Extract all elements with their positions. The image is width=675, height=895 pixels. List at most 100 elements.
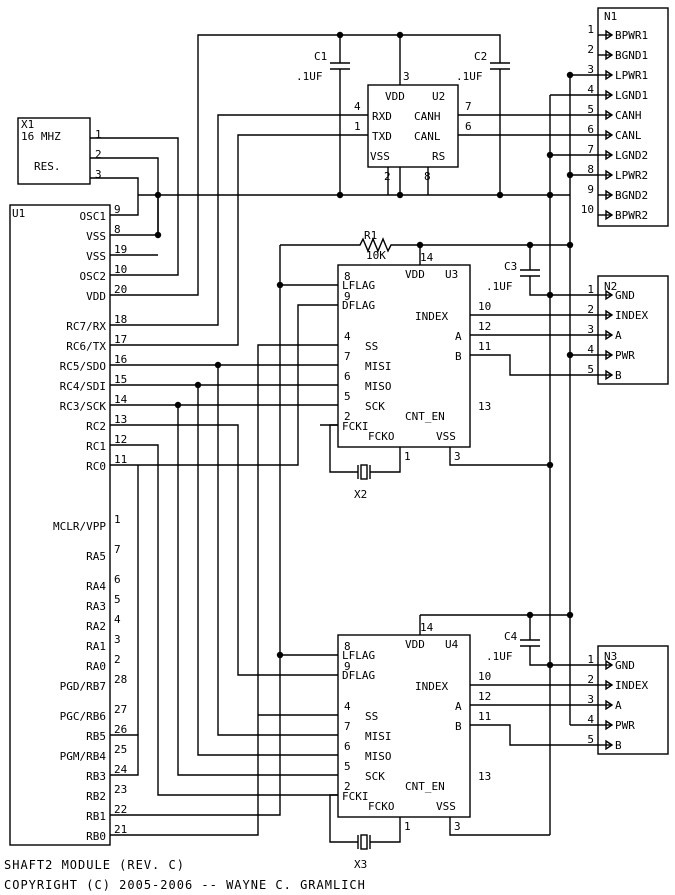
u1-pin-number: 11 (114, 453, 127, 466)
u1-pin-label: RC7/RX (66, 320, 106, 333)
u1-pin-number: 26 (114, 723, 127, 736)
u2-vdd: VDD (385, 90, 405, 103)
u4-pin8: 8 (344, 640, 351, 653)
n3-pin-number: 2 (587, 673, 594, 686)
u2-rxd: RXD (372, 110, 392, 123)
u1-pin-label: RA0 (86, 660, 106, 673)
c4-ref: C4 (504, 630, 518, 643)
u1-pin-number: 25 (114, 743, 127, 756)
pin-arrow-icon (605, 719, 614, 731)
n1-pin-number: 1 (587, 23, 594, 36)
u4-ss: SS (365, 710, 378, 723)
x1-pin2: 2 (95, 148, 102, 161)
u1-pin-number: 20 (114, 283, 127, 296)
u3-pin12: 12 (478, 320, 491, 333)
n3-pin-number: 3 (587, 693, 594, 706)
u2-canh: CANH (414, 110, 441, 123)
u1-pin-number: 16 (114, 353, 127, 366)
pin-arrow-icon (605, 189, 614, 201)
n1-pin-number: 5 (587, 103, 594, 116)
pin-arrow-icon (605, 149, 614, 161)
u4-sck: SCK (365, 770, 385, 783)
u1-pin-label: PGM/RB4 (60, 750, 107, 763)
c3-capacitor: C3 .1UF (486, 260, 540, 293)
u1-pin-label: VSS (86, 230, 106, 243)
x1-value: 16 MHZ (21, 130, 61, 143)
u1-pin-label: PGC/RB6 (60, 710, 106, 723)
u4-pin5: 5 (344, 760, 351, 773)
n2-pin-label: INDEX (615, 309, 648, 322)
u2-vss: VSS (370, 150, 390, 163)
u4-b: B (455, 720, 462, 733)
n1-body (597, 7, 669, 227)
u1-pin-label: PGD/RB7 (60, 680, 106, 693)
u1-pin-number: 22 (114, 803, 127, 816)
x1-pin1: 1 (95, 128, 102, 141)
pin-arrow-icon (605, 289, 614, 301)
u1-pin-label: RA2 (86, 620, 106, 633)
pin-arrow-icon (605, 349, 614, 361)
n2-pin-label: PWR (615, 349, 635, 362)
u3-mosi: MISI (365, 360, 392, 373)
u3-pin7: 7 (344, 350, 351, 363)
n3-pin-label: INDEX (615, 679, 648, 692)
pin-arrow-icon (605, 169, 614, 181)
u1-pin-numbers: 9819102018171615141312111765432282726252… (114, 203, 128, 836)
u3-miso: MISO (365, 380, 392, 393)
u1-pin-number: 12 (114, 433, 127, 446)
u1-pin-label: RB1 (86, 810, 106, 823)
u1-pin-number: 19 (114, 243, 127, 256)
u1-pin-labels: OSC1VSSVSSOSC2VDDRC7/RXRC6/TXRC5/SDORC4/… (53, 210, 106, 843)
pin-arrow-icon (605, 739, 614, 751)
u1-pin-number: 18 (114, 313, 127, 326)
r1-ref: R1 (364, 229, 377, 242)
n2-body (597, 275, 669, 385)
u1-pin-label: RC4/SDI (60, 380, 106, 393)
pin-arrow-icon (605, 69, 614, 81)
n1-pin-number: 2 (587, 43, 594, 56)
x2-crystal: X2 (354, 464, 371, 501)
u4-pin6: 6 (344, 740, 351, 753)
n2-pin-label: B (615, 369, 622, 382)
u1-pin-label: RA4 (86, 580, 106, 593)
u4-pin1: 1 (404, 820, 411, 833)
c1-capacitor: C1 .1UF (296, 50, 350, 83)
u4-fcko: FCKO (368, 800, 395, 813)
n1-pin-label: BGND1 (615, 49, 648, 62)
n3-pin-label: GND (615, 659, 635, 672)
u3-sck: SCK (365, 400, 385, 413)
pin-arrow-icon (605, 679, 614, 691)
n1-pins: BPWR11BGND12LPWR13LGND14CANH5CANL6LGND27… (581, 23, 648, 222)
u3-quadrature-counter: VDD U3 14 LFLAG DFLAG INDEX A B SS MISI … (337, 251, 491, 463)
n1-pin-label: BPWR2 (615, 209, 648, 222)
u1-pin-label: RC1 (86, 440, 106, 453)
u1-pin-number: 5 (114, 593, 121, 606)
c1-value: .1UF (296, 70, 323, 83)
u1-pin-label: RC0 (86, 460, 106, 473)
c2-capacitor: C2 .1UF (456, 50, 510, 83)
u3-pin5: 5 (344, 390, 351, 403)
c4-capacitor: C4 .1UF (486, 630, 540, 663)
u1-body (9, 204, 111, 846)
u1-pin-number: 23 (114, 783, 127, 796)
n2-pin-number: 2 (587, 303, 594, 316)
n3-pin-number: 1 (587, 653, 594, 666)
u3-pin3: 3 (454, 450, 461, 463)
u1-pin-number: 7 (114, 543, 121, 556)
u1-pin-label: RC6/TX (66, 340, 106, 353)
n3-pin-label: B (615, 739, 622, 752)
u1-pin-label: VSS (86, 250, 106, 263)
u2-txd: TXD (372, 130, 392, 143)
u1-pin-number: 10 (114, 263, 127, 276)
u1-pin-label: RA1 (86, 640, 106, 653)
pin-arrow-icon (605, 309, 614, 321)
u2-ref: U2 (432, 90, 445, 103)
n1-pin-label: BGND2 (615, 189, 648, 202)
u1-pin-label: MCLR/VPP (53, 520, 106, 533)
u1-pin-number: 15 (114, 373, 127, 386)
wires (90, 34, 598, 843)
n1-pin-label: LPWR1 (615, 69, 648, 82)
